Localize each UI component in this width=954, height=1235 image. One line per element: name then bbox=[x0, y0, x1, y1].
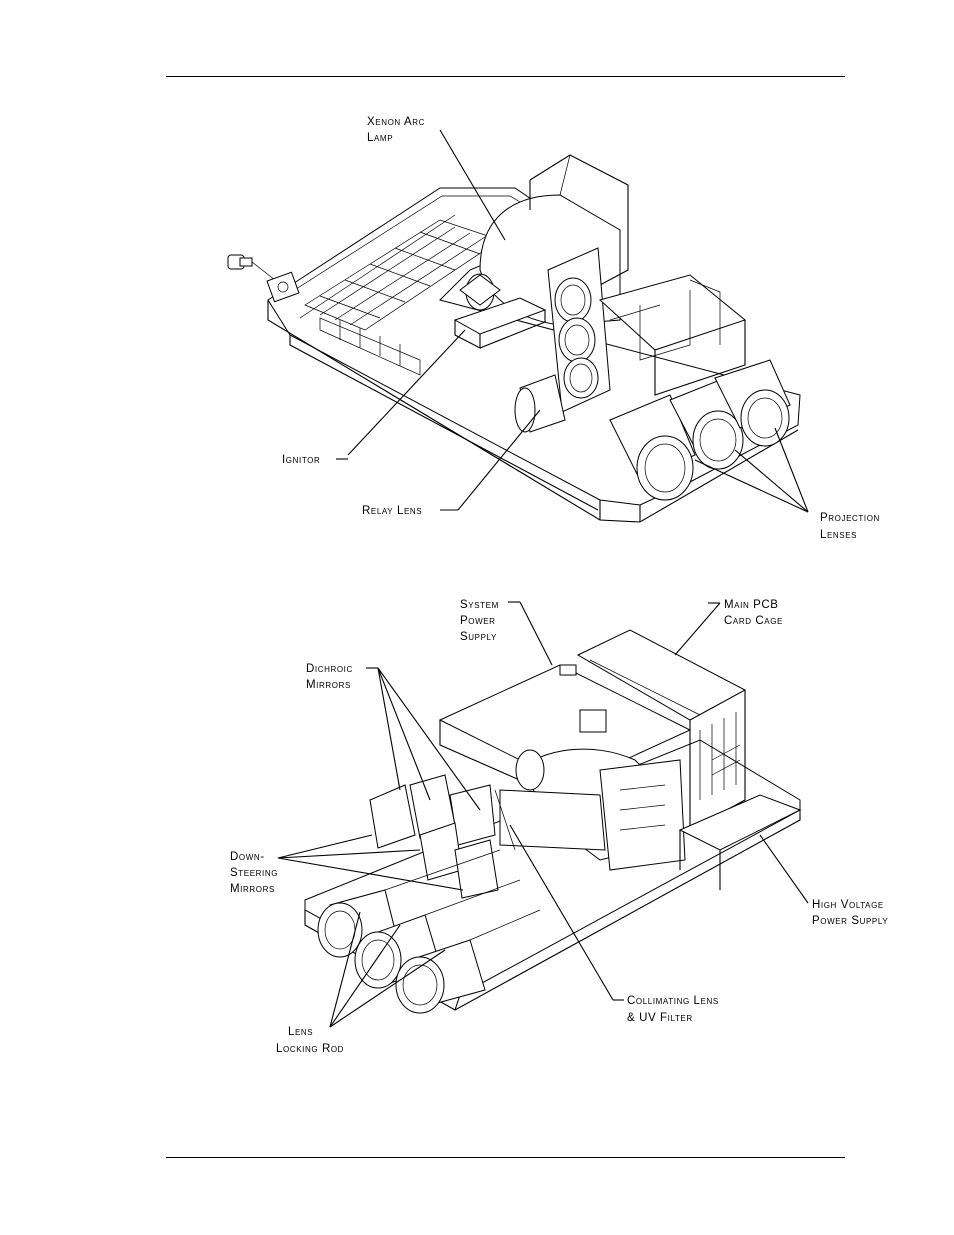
label-projection-lenses-2: Lenses bbox=[820, 529, 857, 541]
top-relay-column bbox=[547, 247, 611, 413]
top-figure-projector-optics: Xenon Arc Lamp Ignitor Relay Lens Projec… bbox=[227, 116, 880, 541]
label-high-voltage-power-supply-1: High Voltage bbox=[812, 899, 884, 911]
label-main-pcb-card-cage-2: Card Cage bbox=[724, 615, 783, 627]
footer-rule bbox=[166, 1157, 845, 1158]
top-mirror-frame bbox=[598, 274, 747, 396]
label-down-steering-mirrors-3: Mirrors bbox=[230, 883, 275, 895]
label-dichroic-mirrors-2: Mirrors bbox=[306, 679, 351, 691]
top-ignitor-plug bbox=[227, 254, 300, 303]
top-grid-plate bbox=[304, 219, 501, 331]
bottom-projection-lenses bbox=[317, 849, 541, 1014]
top-ignitor-box bbox=[453, 297, 547, 349]
bottom-lens-3 bbox=[395, 939, 486, 1014]
label-collimating-lens-1: Collimating Lens bbox=[627, 995, 719, 1007]
label-collimating-lens-2: & UV Filter bbox=[627, 1012, 693, 1024]
label-main-pcb-card-cage-1: Main PCB bbox=[724, 599, 779, 611]
header-rule bbox=[166, 76, 845, 77]
label-relay-lens: Relay Lens bbox=[362, 505, 422, 517]
bottom-lens-1 bbox=[317, 889, 396, 958]
label-xenon-arc-lamp-2: Lamp bbox=[367, 132, 393, 144]
label-lens-locking-rod-1: Lens bbox=[288, 1026, 313, 1038]
projection-lens-1 bbox=[609, 394, 696, 501]
label-system-power-supply-1: System bbox=[460, 599, 499, 611]
top-leader-lines bbox=[347, 129, 809, 513]
label-system-power-supply-3: Supply bbox=[460, 631, 497, 643]
top-relay-lens bbox=[514, 374, 566, 433]
label-high-voltage-power-supply-2: Power Supply bbox=[812, 915, 888, 927]
bottom-pcb-card-cage bbox=[576, 629, 747, 831]
label-down-steering-mirrors-2: Steering bbox=[230, 867, 278, 879]
label-projection-lenses-1: Projection bbox=[820, 512, 880, 524]
bottom-figure-projector-assembly: System Power Supply Main PCB Card Cage D… bbox=[230, 599, 888, 1055]
label-system-power-supply-2: Power bbox=[460, 615, 496, 627]
label-down-steering-mirrors-1: Down- bbox=[230, 851, 265, 863]
bottom-leader-lines bbox=[277, 601, 809, 1028]
label-lens-locking-rod-2: Locking Rod bbox=[276, 1043, 344, 1055]
label-xenon-arc-lamp-1: Xenon Arc bbox=[367, 116, 425, 128]
top-projection-lenses bbox=[609, 359, 791, 501]
label-dichroic-mirrors-1: Dichroic bbox=[306, 663, 353, 675]
label-ignitor: Ignitor bbox=[282, 454, 320, 466]
bottom-high-voltage-power-supply bbox=[678, 794, 802, 890]
